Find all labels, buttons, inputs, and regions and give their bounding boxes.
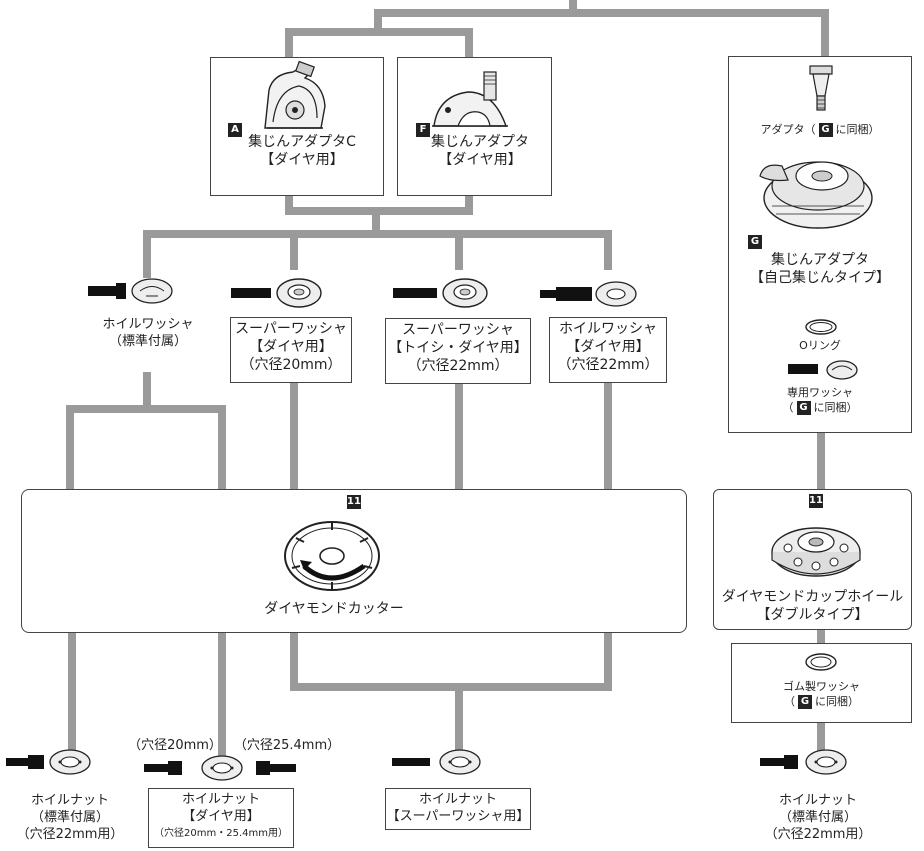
- wheel-nut-dia-illustration: [144, 755, 296, 781]
- wheel-nut-std-right-label: ホイルナット （標準付属） （穴径22mm用）: [764, 793, 872, 842]
- wheel-nut-std-left-label: ホイルナット （標準付属） （穴径22mm用）: [16, 793, 124, 842]
- wheel-washer-dia-illustration: [540, 281, 637, 307]
- wheel-washer-std-label: ホイルワッシャ （標準付属）: [102, 317, 194, 349]
- self-dust-adapter-illustration: [759, 161, 873, 229]
- diamond-cutter-illustration: [284, 521, 380, 591]
- rubber-washer-box: [731, 643, 912, 723]
- wheel-washer-std-illustration: [88, 278, 173, 304]
- dust-adapter-c-illustration: [264, 60, 326, 129]
- wheel-nut-std-right-illustration: [760, 749, 847, 775]
- diamond-cup-illustration: [771, 527, 861, 577]
- super-washer-dia-label: スーパーワッシャ 【ダイヤ用】 （穴径20mm）: [235, 321, 347, 373]
- rubber-washer-illustration: [805, 653, 837, 671]
- wheel-nut-dia-hole-right: （穴径25.4mm）: [233, 738, 341, 753]
- part-badge-g: G: [796, 401, 811, 415]
- super-washer-toishi-label: スーパーワッシャ 【トイシ・ダイヤ用】 （穴径22mm）: [388, 322, 528, 374]
- self-dust-adapter-label: G 集じんアダプタ 【自己集じんタイプ】: [748, 235, 890, 286]
- o-ring-illustration: [805, 319, 837, 335]
- part-badge-f: F: [416, 123, 430, 137]
- adapter-part-illustration: [809, 65, 833, 111]
- part-badge-11: 11: [809, 494, 823, 508]
- wheel-nut-super-box: [385, 788, 531, 830]
- super-washer-toishi-illustration: [393, 278, 488, 308]
- wheel-washer-dia-label: ホイルワッシャ 【ダイヤ用】 （穴径22mm）: [557, 321, 659, 373]
- wheel-washer-dia-box: [549, 317, 667, 383]
- super-washer-dia-box: [230, 317, 352, 383]
- part-badge-11: 11: [347, 495, 361, 509]
- wheel-nut-dia-hole-left: （穴径20mm）: [128, 738, 222, 753]
- part-badge-g: G: [748, 235, 762, 249]
- part-badge-g: G: [818, 123, 833, 137]
- o-ring-label: Oリング: [799, 339, 841, 352]
- wheel-nut-super-label: ホイルナット 【スーパーワッシャ用】: [386, 792, 530, 824]
- diamond-cutter-label: ダイヤモンドカッター: [264, 601, 404, 617]
- part-badge-a: A: [228, 123, 242, 137]
- wheel-nut-dia-label: ホイルナット 【ダイヤ用】 （穴径20mm・25.4mm用）: [154, 792, 288, 839]
- super-washer-dia-illustration: [231, 278, 322, 308]
- dust-adapter-illustration: [432, 71, 508, 127]
- wheel-nut-dia-box: [148, 788, 294, 848]
- part-badge-g: G: [798, 695, 812, 709]
- diamond-cup-label: ダイヤモンドカップホイール 【ダブルタイプ】: [721, 589, 904, 623]
- super-washer-toishi-box: [385, 318, 531, 384]
- special-washer-illustration: [788, 360, 858, 380]
- wheel-nut-super-illustration: [392, 749, 481, 775]
- wheel-nut-std-left-illustration: [6, 749, 91, 775]
